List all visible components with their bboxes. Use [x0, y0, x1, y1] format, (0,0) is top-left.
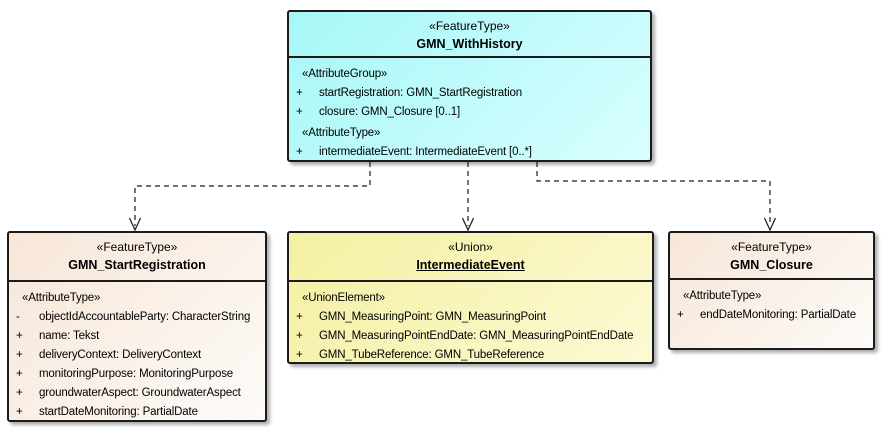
class-name: GMN_Closure — [730, 258, 813, 272]
dependency-arrowhead-intermediateevent — [461, 217, 475, 232]
attribute-row: +GMN_TubeReference: GMN_TubeReference — [296, 349, 545, 361]
class-name: GMN_StartRegistration — [68, 258, 206, 272]
attribute-group-label: «AttributeType» — [22, 292, 101, 304]
attribute-row: +groundwaterAspect: GroundwaterAspect — [16, 387, 241, 399]
class-header: «FeatureType» GMN_WithHistory — [289, 12, 650, 58]
attribute-row: +monitoringPurpose: MonitoringPurpose — [16, 368, 234, 380]
attribute-row: +GMN_MeasuringPointEndDate: GMN_Measurin… — [296, 330, 634, 342]
class-stereotype: «FeatureType» — [96, 240, 178, 254]
class-attributes: «UnionElement» +GMN_MeasuringPoint: GMN_… — [289, 282, 652, 362]
attribute-group-label: «AttributeType» — [683, 290, 762, 302]
dependency-arrowhead-startregistration — [128, 217, 142, 232]
attribute-row: +startDateMonitoring: PartialDate — [16, 406, 198, 418]
attribute-row: +endDateMonitoring: PartialDate — [677, 309, 856, 321]
attribute-group-label: «AttributeGroup» — [302, 68, 388, 80]
class-stereotype: «FeatureType» — [731, 240, 812, 254]
class-attributes: «AttributeType» +endDateMonitoring: Part… — [670, 280, 873, 325]
attribute-row: +startRegistration: GMN_StartRegistratio… — [296, 87, 522, 99]
attribute-row: +closure: GMN_Closure [0..1] — [296, 106, 461, 118]
class-name: IntermediateEvent — [416, 258, 525, 272]
dependency-line-to-startregistration — [134, 162, 371, 226]
class-header: «FeatureType» GMN_StartRegistration — [9, 233, 265, 282]
class-stereotype: «FeatureType» — [429, 19, 510, 33]
class-header: «Union» IntermediateEvent — [289, 233, 652, 282]
dependency-arrowhead-closure — [763, 217, 777, 232]
class-gmn-closure[interactable]: «FeatureType» GMN_Closure «AttributeType… — [668, 231, 875, 350]
attribute-row: +deliveryContext: DeliveryContext — [16, 349, 202, 361]
class-stereotype: «Union» — [448, 240, 493, 254]
attribute-group-label: «UnionElement» — [302, 292, 385, 304]
class-intermediateevent[interactable]: «Union» IntermediateEvent «UnionElement»… — [287, 231, 654, 364]
class-header: «FeatureType» GMN_Closure — [670, 233, 873, 280]
class-name: GMN_WithHistory — [416, 37, 523, 51]
class-attributes: «AttributeGroup» +startRegistration: GMN… — [289, 58, 650, 160]
attribute-row: -objectIdAccountableParty: CharacterStri… — [16, 311, 251, 323]
attribute-row: +name: Tekst — [16, 330, 100, 342]
class-gmn-withhistory[interactable]: «FeatureType» GMN_WithHistory «Attribute… — [287, 10, 652, 162]
dependency-line-to-closure — [536, 162, 771, 226]
attribute-row: +GMN_MeasuringPoint: GMN_MeasuringPoint — [296, 311, 546, 323]
class-gmn-startregistration[interactable]: «FeatureType» GMN_StartRegistration «Att… — [7, 231, 267, 422]
attribute-group-label: «AttributeType» — [302, 127, 381, 139]
class-attributes: «AttributeType» -objectIdAccountablePart… — [9, 282, 265, 420]
attribute-row: +intermediateEvent: IntermediateEvent [0… — [296, 146, 532, 158]
